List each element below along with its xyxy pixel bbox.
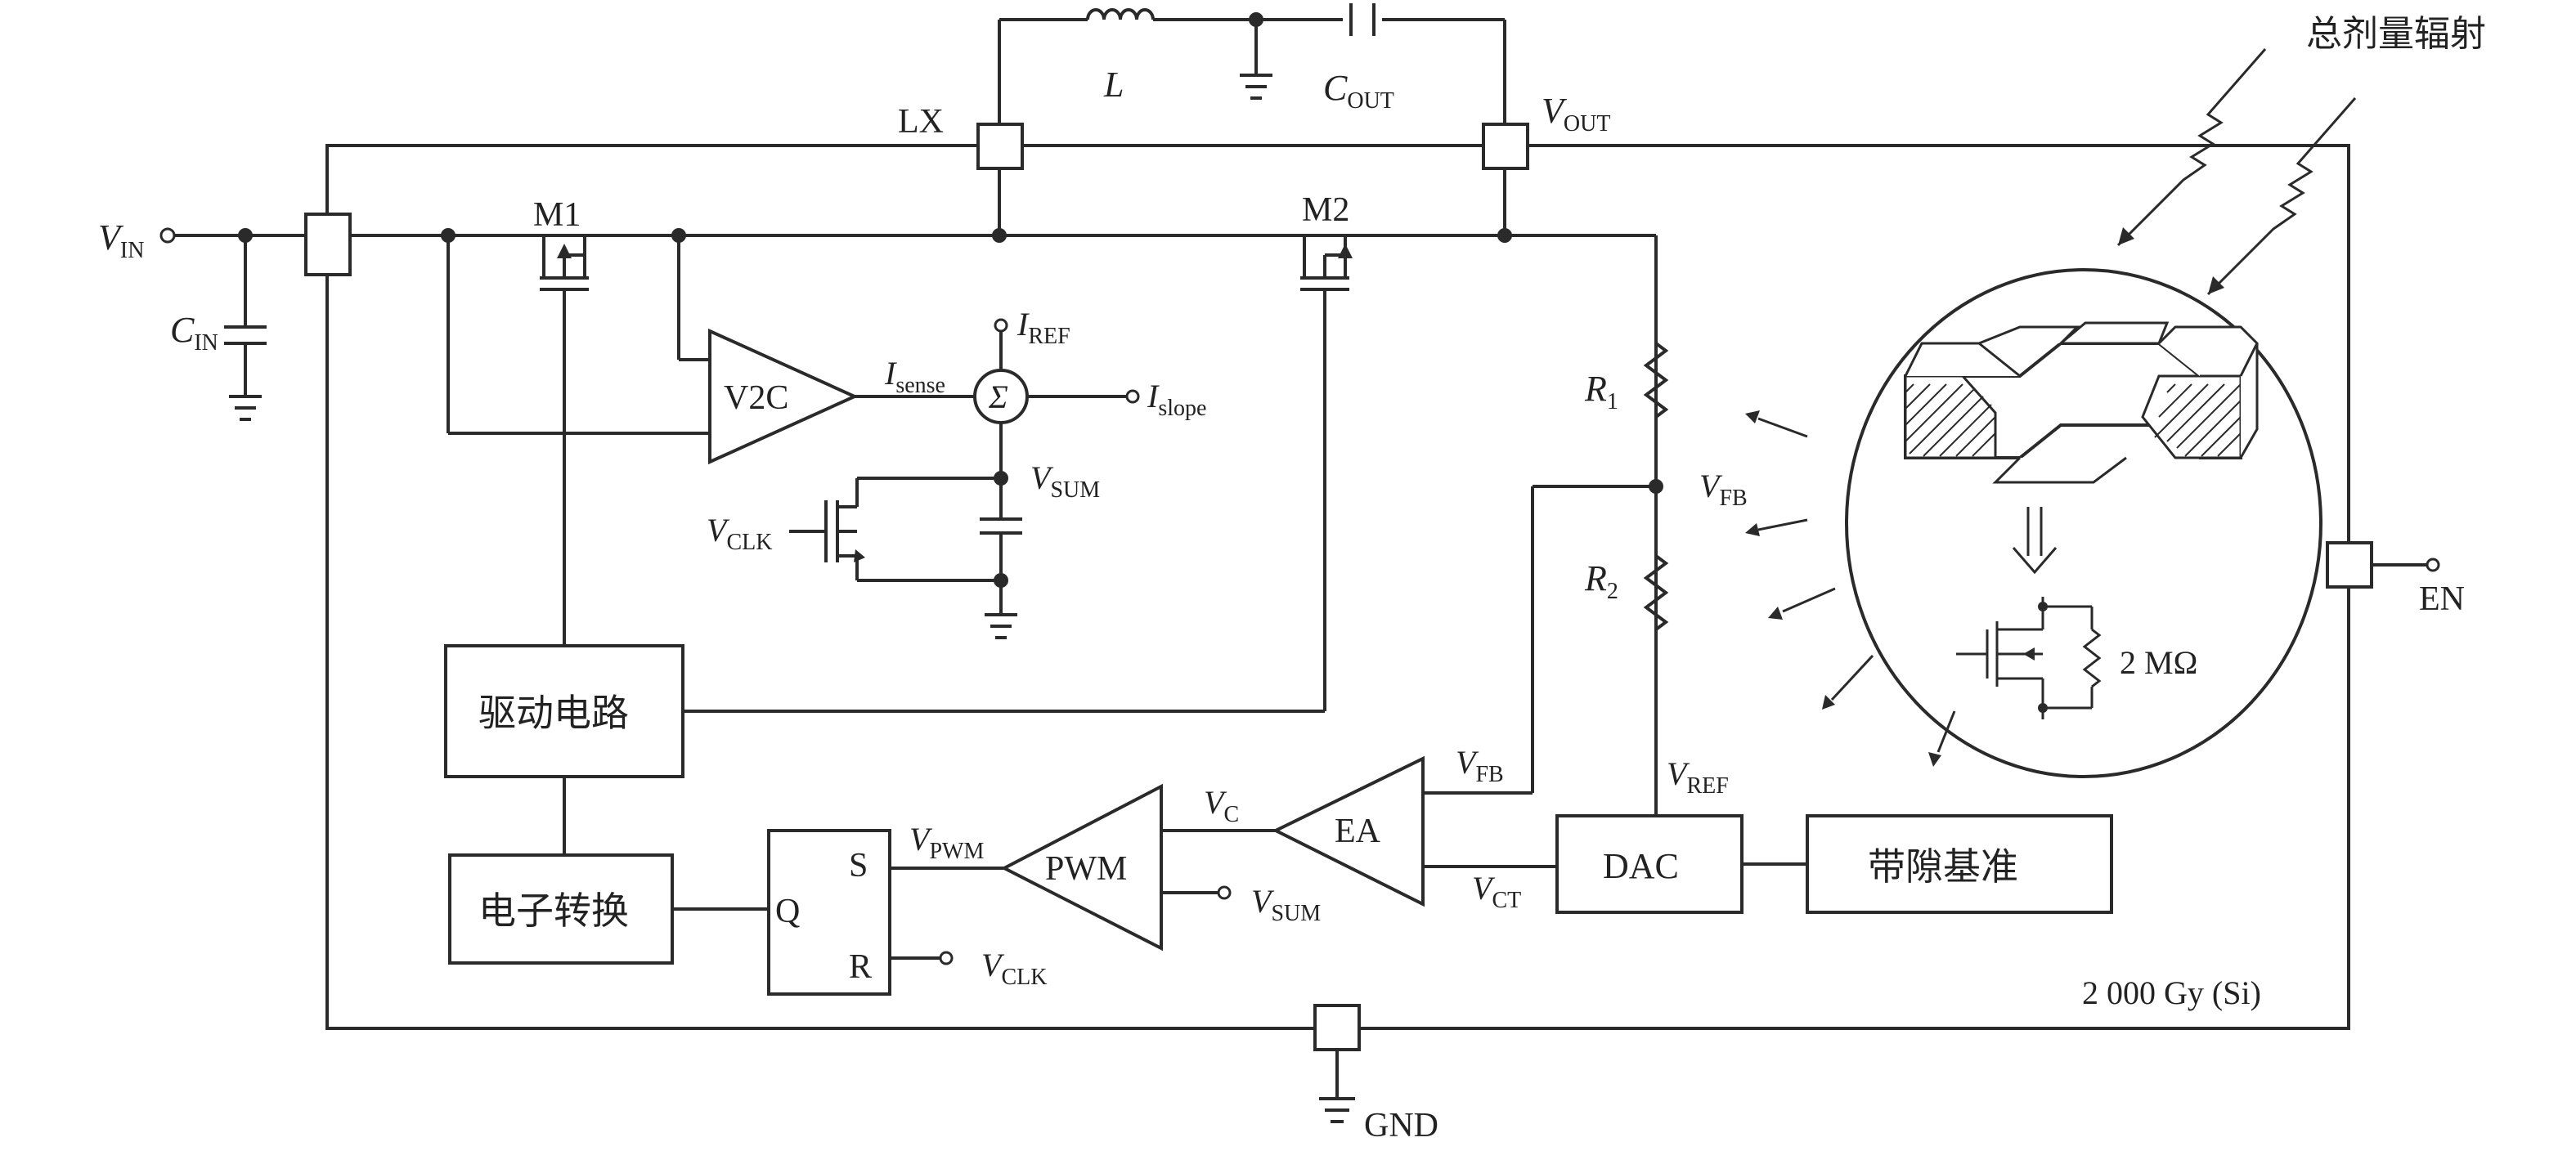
gnd-pad — [1313, 1004, 1361, 1051]
leakage-arrows — [1745, 410, 1956, 767]
svg-text:Islope: Islope — [1147, 378, 1206, 421]
svg-text:VPWM: VPWM — [909, 821, 984, 864]
vsum-reset-network: VCLK — [707, 423, 1022, 639]
lx-label: LX — [898, 103, 944, 141]
svg-text:IREF: IREF — [1016, 306, 1070, 349]
svg-text:VC: VC — [1204, 784, 1239, 827]
svg-text:EN: EN — [2419, 580, 2465, 618]
svg-text:R1: R1 — [1584, 369, 1618, 414]
dose-value: 2 000 Gy (Si) — [2082, 974, 2261, 1011]
svg-text:VCLK: VCLK — [981, 947, 1047, 990]
vin-pad — [304, 213, 352, 276]
svg-text:EA: EA — [1335, 813, 1381, 850]
en-pad — [2326, 541, 2373, 589]
svg-text:VCT: VCT — [1472, 870, 1521, 913]
double-down-arrow — [2012, 507, 2058, 575]
svg-text:Q: Q — [775, 893, 800, 930]
vin-input: VIN — [98, 217, 306, 263]
svg-text:COUT: COUT — [1323, 68, 1394, 114]
svg-text:VREF: VREF — [1667, 755, 1729, 799]
svg-text:M2: M2 — [1302, 191, 1349, 229]
svg-text:2 MΩ: 2 MΩ — [2120, 644, 2197, 681]
dac-block — [1555, 814, 1744, 914]
m2-transistor: M2 — [1300, 191, 1353, 711]
inductor-l: L — [1086, 8, 1155, 105]
vsum-label: VSUM — [1030, 459, 1100, 503]
level-shift-block — [448, 853, 674, 965]
r1-resistor: R1 — [1584, 235, 1669, 486]
svg-text:S: S — [849, 847, 868, 885]
svg-text:电子转换: 电子转换 — [478, 889, 629, 933]
svg-text:L: L — [1103, 65, 1124, 105]
v2c-block: V2C — [708, 328, 859, 465]
cin-capacitor: CIN — [170, 228, 267, 421]
vfb-mid-label: VFB — [1699, 468, 1748, 511]
equivalent-circuit: 2 MΩ — [1956, 597, 2197, 719]
gnd-symbol — [1319, 1050, 1355, 1123]
svg-text:DAC: DAC — [1603, 846, 1679, 886]
r2-resistor: R2 — [1584, 486, 1669, 816]
pwm-comparator: PWM — [1000, 783, 1163, 952]
bandgap-block — [1806, 814, 2113, 914]
m1-transistor: M1 — [533, 196, 589, 646]
svg-text:VFB: VFB — [1456, 744, 1504, 787]
sigma-summer: Σ — [973, 369, 1029, 424]
radiation-detail: 总剂量辐射 — [1745, 13, 2486, 778]
svg-text:R2: R2 — [1584, 558, 1618, 604]
svg-text:Σ: Σ — [988, 378, 1008, 415]
svg-text:VCLK: VCLK — [707, 512, 772, 555]
svg-text:总剂量辐射: 总剂量辐射 — [2306, 13, 2486, 55]
svg-text:R: R — [849, 948, 872, 986]
cout-capacitor: COUT — [1323, 3, 1394, 114]
svg-text:PWM: PWM — [1045, 850, 1127, 888]
svg-text:M1: M1 — [533, 196, 581, 234]
svg-text:V2C: V2C — [724, 379, 788, 417]
lx-pad — [976, 123, 1024, 170]
ground-top — [1240, 12, 1272, 100]
driver-block — [444, 644, 684, 778]
svg-text:VSUM: VSUM — [1251, 883, 1321, 926]
svg-text:Isense: Isense — [884, 355, 945, 398]
svg-text:CIN: CIN — [170, 310, 218, 356]
vout-pad — [1482, 123, 1529, 170]
svg-text:GND: GND — [1364, 1107, 1438, 1144]
sr-latch: Q S R — [767, 829, 891, 996]
vout-label: VOUT — [1542, 91, 1610, 137]
device-3d-illustration — [1904, 321, 2259, 484]
error-amplifier: EA — [1272, 755, 1425, 907]
svg-text:驱动电路: 驱动电路 — [478, 691, 629, 735]
svg-text:带隙基准: 带隙基准 — [1868, 844, 2018, 889]
svg-text:VIN: VIN — [98, 217, 144, 263]
